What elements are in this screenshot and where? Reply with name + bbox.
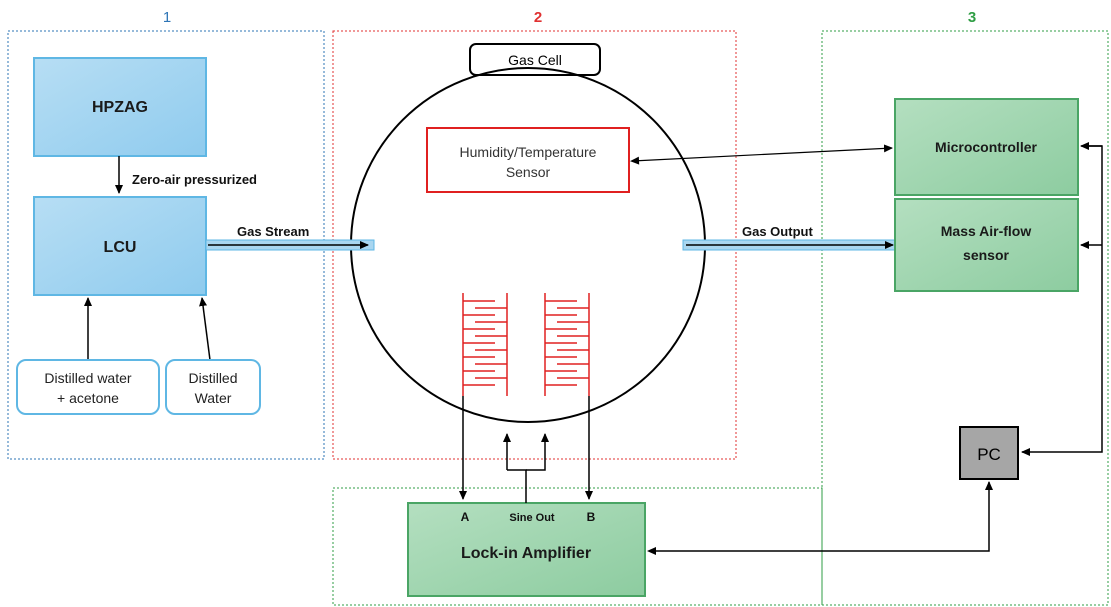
mass-airflow-box <box>894 198 1079 292</box>
sensor-micro-link <box>630 144 893 165</box>
humidity-sensor-box <box>426 127 630 193</box>
lcu-label: LCU <box>104 239 137 256</box>
hpzag-box <box>33 57 207 157</box>
hpzag-label: HPZAG <box>92 99 148 116</box>
mass-airflow-line2: sensor <box>963 247 1009 263</box>
section-bottom-frame <box>332 487 823 606</box>
source-acetone-line1: Distilled water <box>44 370 131 386</box>
section-1-number: 1 <box>163 9 171 26</box>
source-acetone-box <box>16 359 160 415</box>
electrode-left <box>462 293 508 396</box>
sine-out-wire <box>507 469 527 503</box>
gas-cell-circle <box>350 67 706 423</box>
lock-in-amplifier-box <box>407 502 646 597</box>
mass-airflow-line1: Mass Air-flow <box>941 223 1032 239</box>
source-water-line1: Distilled <box>188 370 237 386</box>
sine-out-label: Sine Out <box>509 512 555 524</box>
section-2-number: 2 <box>534 9 542 26</box>
source-acetone-line2: + acetone <box>57 390 119 406</box>
gas-cell-label: Gas Cell <box>508 52 562 68</box>
lcu-box <box>33 196 207 296</box>
section-3-number: 3 <box>968 9 976 26</box>
port-a-label: A <box>461 510 470 524</box>
section-2-frame <box>332 30 737 460</box>
gas-stream-label: Gas Stream <box>237 224 309 239</box>
port-b-label: B <box>587 510 596 524</box>
source-water-line2: Water <box>195 390 232 406</box>
water-arrow <box>199 297 211 361</box>
pc-box <box>959 426 1019 480</box>
source-water-box <box>165 359 261 415</box>
microcontroller-label: Microcontroller <box>935 139 1037 155</box>
lock-in-amplifier-label: Lock-in Amplifier <box>461 545 591 562</box>
humidity-sensor-line1: Humidity/Temperature <box>460 144 597 160</box>
amp-pc-link <box>647 481 993 555</box>
zero-air-label: Zero-air pressurized <box>132 172 257 187</box>
section-3-frame <box>821 30 1109 606</box>
gas-cell-label-box <box>469 43 601 76</box>
gas-output-label: Gas Output <box>742 224 813 239</box>
electrode-right <box>544 293 590 396</box>
sine-out-wire-right <box>526 433 549 471</box>
humidity-sensor-line2: Sensor <box>506 164 551 180</box>
microcontroller-box <box>894 98 1079 196</box>
pc-label: PC <box>977 445 1001 464</box>
